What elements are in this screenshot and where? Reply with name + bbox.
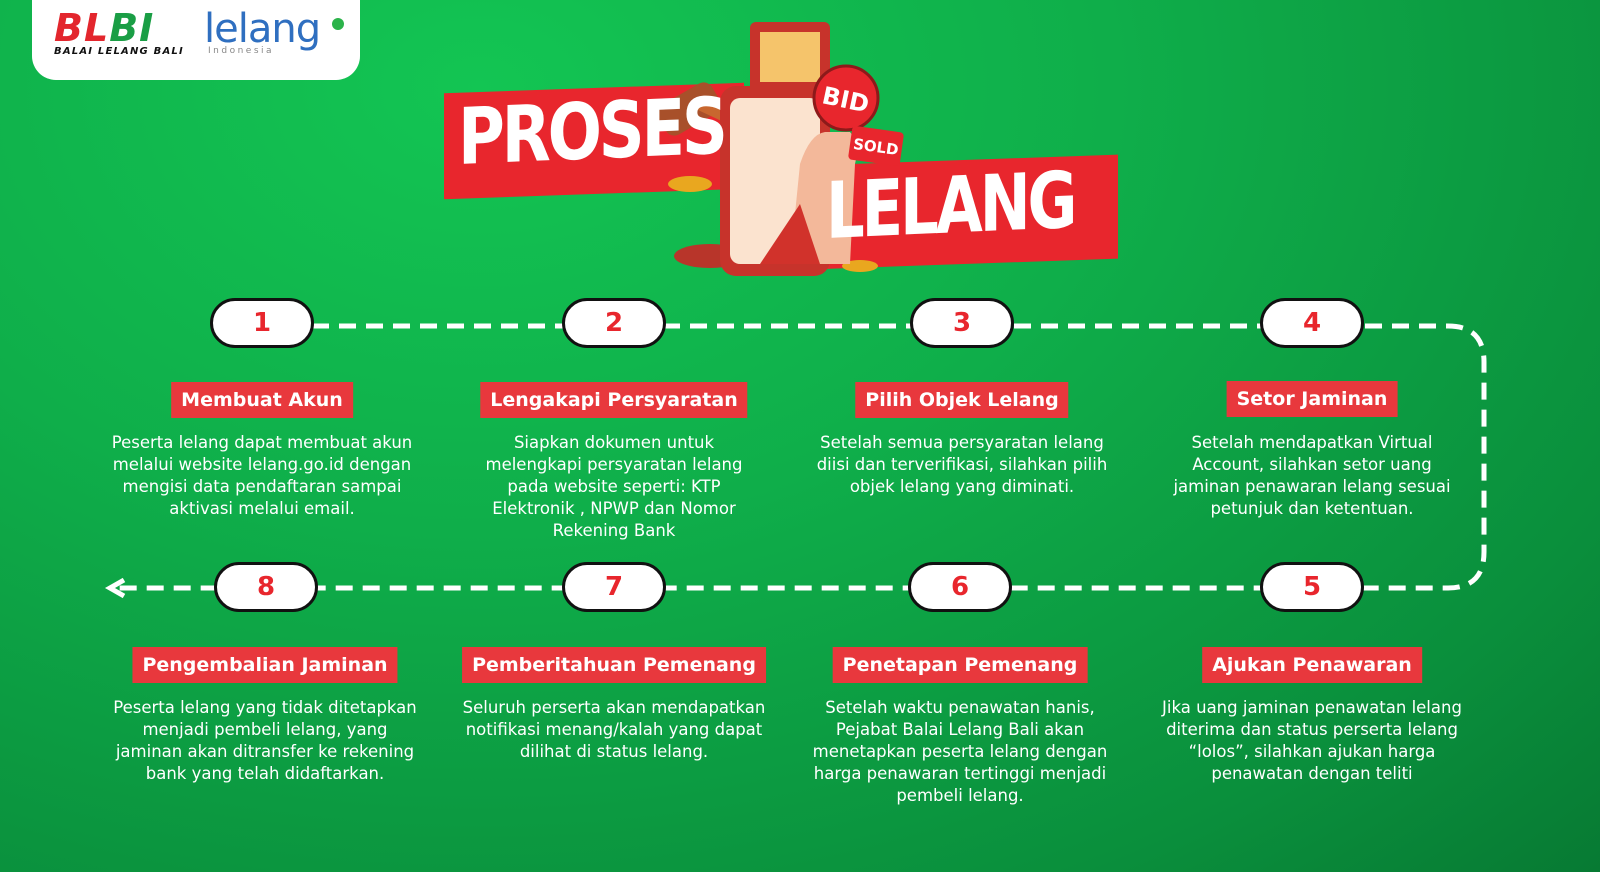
step-title: Lengakapi Persyaratan bbox=[480, 382, 748, 418]
coin-icon bbox=[842, 260, 878, 272]
blbi-logo-text: BL bbox=[54, 6, 110, 50]
step-description: Setelah mendapatkan Virtual Account, sil… bbox=[1173, 433, 1451, 518]
coin-icon bbox=[668, 176, 712, 192]
step-number-badge: 3 bbox=[910, 298, 1014, 348]
step-description: Setelah waktu penawatan hanis, Pejabat B… bbox=[812, 698, 1108, 805]
step-description: Peserta lelang yang tidak ditetapkan men… bbox=[113, 698, 417, 783]
auction-illustration: BID SOLD bbox=[657, 22, 904, 276]
step-title: Penetapan Pemenang bbox=[832, 647, 1088, 683]
step-number-badge: 8 bbox=[214, 562, 318, 612]
blbi-logo-text-accent: BI bbox=[109, 6, 155, 50]
step-number-badge: 7 bbox=[562, 562, 666, 612]
step-description: Peserta lelang dapat membuat akun melalu… bbox=[111, 433, 413, 518]
step-description: Setelah semua persyaratan lelang diisi d… bbox=[816, 433, 1108, 496]
step-number-badge: 6 bbox=[908, 562, 1012, 612]
step-title: Pilih Objek Lelang bbox=[855, 382, 1069, 418]
step-number-badge: 2 bbox=[562, 298, 666, 348]
blbi-logo: BLBI BALAI LELANG BALI bbox=[54, 8, 184, 57]
bid-button-icon bbox=[812, 64, 880, 132]
step-title: Ajukan Penawaran bbox=[1202, 647, 1422, 683]
step-description: Siapkan dokumen untuk melengkapi persyar… bbox=[485, 433, 743, 540]
lelang-logo-dot bbox=[332, 18, 344, 30]
blbi-logo-subtitle: BALAI LELANG BALI bbox=[54, 46, 184, 57]
step-title: Setor Jaminan bbox=[1226, 381, 1398, 417]
step-title: Pemberitahuan Pemenang bbox=[462, 647, 766, 683]
lelang-logo-text: lelang bbox=[204, 6, 321, 52]
step-number-badge: 4 bbox=[1260, 298, 1364, 348]
lelang-indonesia-logo: lelang Indonesia bbox=[204, 6, 344, 56]
step-number-badge: 5 bbox=[1260, 562, 1364, 612]
flow-arrowhead-icon bbox=[104, 577, 126, 599]
sold-tag-icon bbox=[848, 126, 904, 166]
step-title: Membuat Akun bbox=[171, 382, 353, 418]
step-title: Pengembalian Jaminan bbox=[132, 647, 398, 683]
step-description: Seluruh perserta akan mendapatkan notifi… bbox=[462, 698, 766, 761]
lelang-logo-subtitle: Indonesia bbox=[208, 46, 275, 56]
step-number-badge: 1 bbox=[210, 298, 314, 348]
step-description: Jika uang jaminan penawatan lelang diter… bbox=[1162, 698, 1462, 783]
logo-box: BLBI BALAI LELANG BALI lelang Indonesia bbox=[32, 0, 360, 80]
